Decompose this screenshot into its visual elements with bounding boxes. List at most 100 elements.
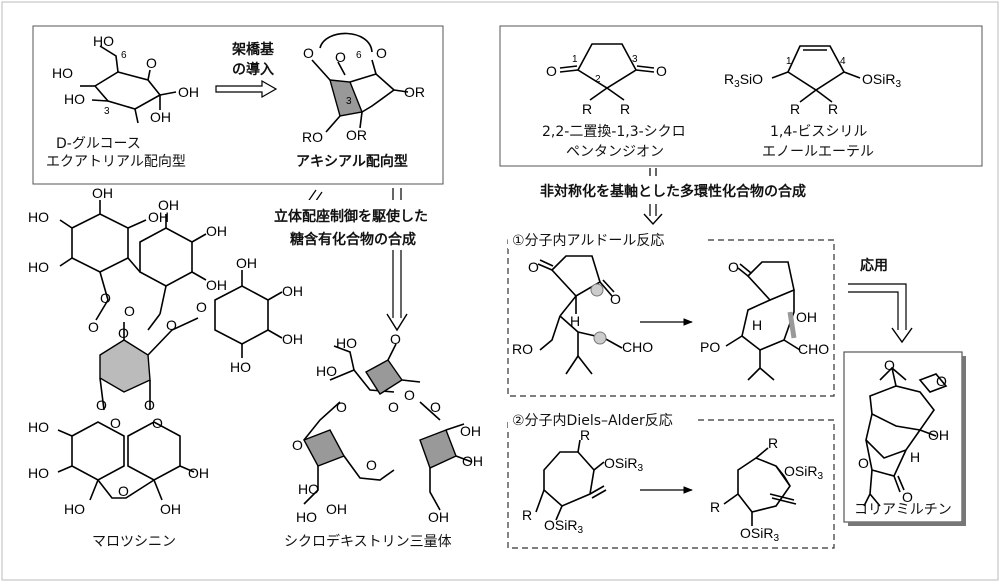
atom-label: OH [150, 109, 171, 125]
atom-label: R [768, 435, 778, 451]
glucose-structure: HO HO HO OH OH O 6 3 [52, 33, 199, 125]
atom-label: OH [928, 427, 949, 443]
bridging-label: 架橋基 [231, 41, 275, 58]
atom-label: O [546, 63, 557, 79]
atom-label: O [96, 397, 107, 413]
position-number: 3 [632, 54, 638, 65]
aldol-product-structure: O H OH PO CHO [700, 259, 829, 381]
atom-label: H [910, 449, 920, 465]
atom-label: OH [326, 501, 347, 517]
atom-label: HO [93, 33, 114, 49]
coriamyrtin-caption: コリアミルチン [854, 502, 952, 518]
atom-label: O [366, 457, 377, 473]
bis-caption-2: エノールエーテル [762, 144, 874, 160]
bridging-arrow [215, 79, 278, 99]
application-arrow [848, 283, 907, 330]
strategy-label-left: 立体配座制御を駆使した [274, 208, 428, 225]
atom-label: O [88, 319, 99, 335]
atom-label: O [124, 303, 135, 319]
atom-label: OH [160, 501, 181, 517]
atom-label: H [570, 313, 580, 329]
atom-label: OH [148, 209, 169, 225]
atom-label: HO [28, 209, 49, 225]
atom-label: R [580, 427, 590, 443]
osir3-label: OSiR3 [544, 517, 583, 536]
atom-label: O [430, 399, 441, 415]
position-number: 2 [595, 74, 601, 85]
atom-label: OR [346, 127, 367, 143]
atom-label: OH [796, 309, 817, 325]
atom-label: R [710, 499, 720, 515]
osir3-label: OSiR3 [784, 463, 823, 482]
atom-label: O [303, 45, 314, 61]
mallotusinin-caption: マロツシニン [92, 534, 176, 550]
coriamyrtin-box [843, 351, 963, 523]
atom-label: O [404, 387, 415, 403]
diketone-caption: 2,2-二置換-1,3-シクロ [542, 124, 686, 140]
diketone-structure: O O R R 1 2 3 [546, 43, 667, 117]
atom-label: HO [64, 91, 85, 107]
bridge-loop [319, 32, 373, 53]
atom-label: OR [404, 84, 425, 100]
strategy-label-left-2: 糖含有化合物の合成 [290, 231, 416, 248]
desymmetrization-box [499, 25, 983, 167]
atom-label: OH [428, 509, 449, 525]
glucose-caption: D-グルコース [56, 136, 141, 152]
aldol-title: ①分子内アルドール反応 [512, 233, 664, 249]
atom-label: O [118, 325, 129, 341]
atom-label: OH [178, 84, 199, 100]
atom-label: R [522, 507, 532, 523]
atom-label: HO [336, 335, 357, 351]
atom-label: OH [462, 453, 483, 469]
diketone-caption-2: ペンタンジオン [566, 144, 664, 160]
atom-label: OH [92, 185, 113, 201]
position-number: 6 [121, 50, 127, 61]
atom-label: O [936, 373, 947, 389]
diels-alder-substrate-structure: R OSiR3 R OSiR3 [522, 427, 643, 536]
atom-label: HO [298, 481, 319, 497]
aldol-box [507, 239, 835, 397]
r3sio-label: R3SiO [724, 71, 763, 90]
atom-label: O [390, 331, 401, 347]
atom-label: OH [460, 423, 481, 439]
atom-label: O [118, 483, 129, 499]
atom-label: HO [28, 465, 49, 481]
atom-label: HO [230, 359, 251, 375]
atom-label: PO [700, 339, 720, 355]
atom-label: O [336, 399, 347, 415]
atom-label: O [528, 259, 539, 275]
position-number: 3 [346, 96, 352, 107]
atom-label: OH [206, 277, 227, 293]
atom-label: O [376, 45, 387, 61]
atom-label: OH [158, 197, 179, 213]
bridging-label-2: の導入 [232, 61, 274, 78]
atom-label: OH [282, 331, 303, 347]
atom-label: CHO [798, 341, 829, 357]
atom-label: O [610, 291, 621, 307]
cyclodextrin-structure: HO HO O O O O O O OH OH O HO OH HO OH [292, 331, 483, 525]
osir3-label: OSiR3 [862, 71, 901, 90]
diels-alder-title: ②分子内Diels–Alder反応 [512, 413, 673, 429]
sugar-conformation-box [32, 25, 444, 185]
atom-label: HO [316, 363, 337, 379]
mallotusinin-structure: OH OH HO HO OH OH OH O O O O O O OH OH O… [28, 185, 303, 517]
atom-label: OH [206, 223, 227, 239]
atom-label: O [728, 259, 739, 275]
atom-label: H [752, 317, 762, 333]
atom-label: RO [512, 341, 533, 357]
atom-label: HO [52, 65, 73, 81]
atom-label: O [656, 63, 667, 79]
atom-label: O [166, 317, 177, 333]
osir3-label: OSiR3 [740, 525, 779, 544]
atom-label: R [582, 101, 592, 117]
atom-label: O [335, 49, 346, 65]
atom-label: R [828, 101, 838, 117]
atom-label: HO [296, 509, 317, 525]
bis-caption: 1,4-ビスシリル [770, 124, 867, 140]
atom-label: O [388, 399, 399, 415]
glucose-caption-2: エクアトリアル配向型 [46, 154, 186, 170]
atom-label: R [620, 101, 630, 117]
atom-label: HO [28, 259, 49, 275]
